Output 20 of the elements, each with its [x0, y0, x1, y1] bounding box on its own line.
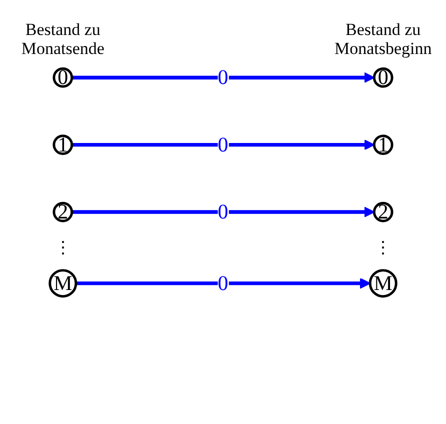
edge-label: 0 — [218, 200, 228, 224]
node-circle: 0 — [52, 67, 74, 88]
edge-label: 0 — [218, 132, 228, 156]
ellipsis-mark: ⋮ — [53, 238, 72, 258]
node-circle: 0 — [372, 67, 394, 88]
node-circle: 1 — [52, 134, 74, 155]
ellipsis-mark: ⋮ — [374, 238, 393, 258]
node-circle: 2 — [52, 202, 74, 222]
arrow — [72, 139, 375, 150]
arrow — [72, 206, 375, 218]
node-circle: 2 — [372, 202, 394, 222]
node-circle: 1 — [372, 134, 394, 155]
edge-label: 0 — [218, 66, 228, 89]
arrow — [72, 72, 375, 84]
node-circle: M — [48, 269, 78, 298]
column-heading: Bestand zu Monatsende — [20, 20, 106, 58]
node-circle: M — [368, 269, 398, 298]
column-heading: Bestand zu Monatsbeginn — [333, 20, 433, 58]
arrow — [76, 278, 371, 289]
edge-label: 0 — [218, 271, 228, 295]
